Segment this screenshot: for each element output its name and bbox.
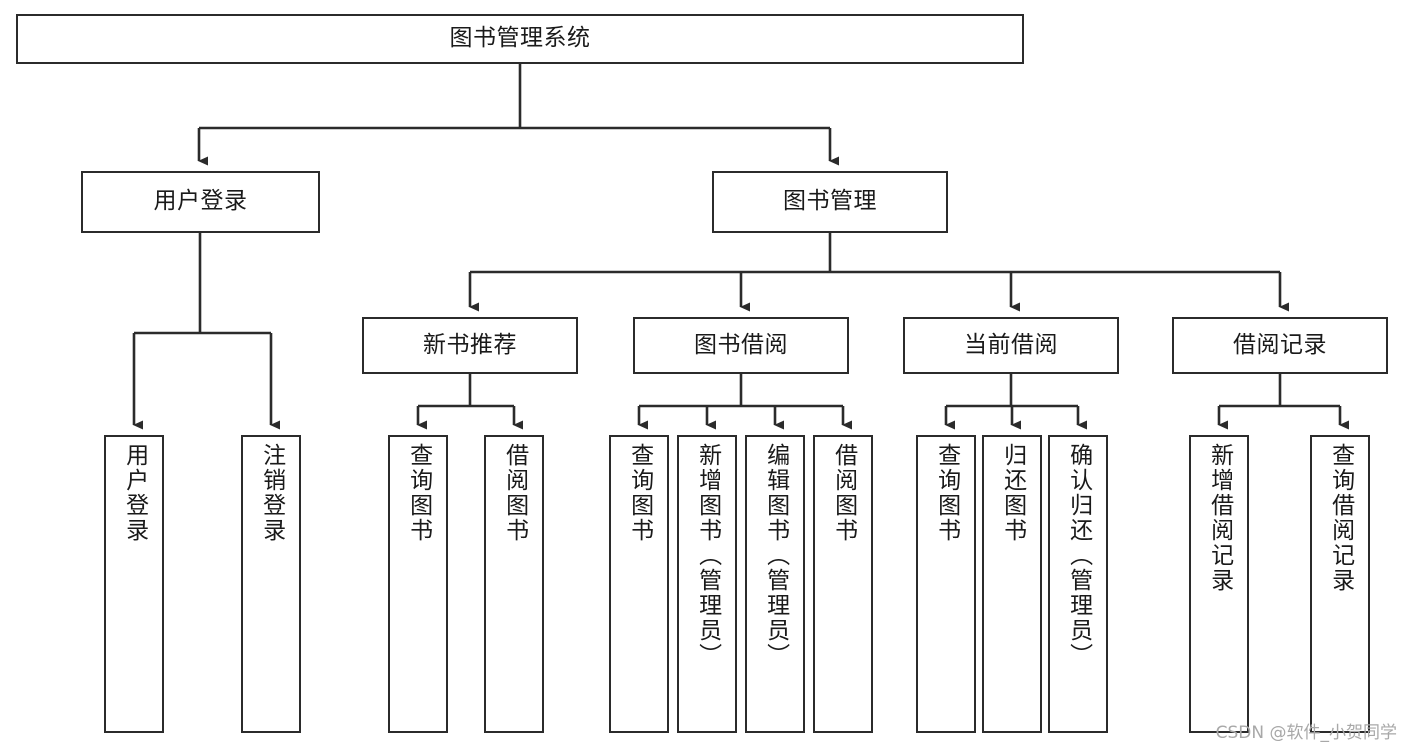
node-leaf-query-book-current[interactable]: 查询图书 [916, 435, 976, 733]
node-leaf-confirm-return[interactable]: 确认归还（管理员） [1048, 435, 1108, 733]
node-root[interactable]: 图书管理系统 [16, 14, 1024, 64]
node-leaf-borrow-book-recommend[interactable]: 借阅图书 [484, 435, 544, 733]
node-book-manage-label: 图书管理 [783, 188, 877, 215]
node-user-login-label: 用户登录 [153, 188, 248, 215]
node-user-login[interactable]: 用户登录 [81, 171, 320, 233]
node-leaf-query-book-borrow[interactable]: 查询图书 [609, 435, 669, 733]
node-leaf-query-book-borrow-label: 查询图书 [626, 443, 653, 543]
node-current-borrow-label: 当前借阅 [964, 331, 1058, 358]
node-book-borrow-label: 图书借阅 [694, 331, 788, 358]
node-leaf-query-book-recommend[interactable]: 查询图书 [388, 435, 448, 733]
node-leaf-confirm-return-label: 确认归还（管理员） [1065, 443, 1092, 668]
node-leaf-add-borrow-record[interactable]: 新增借阅记录 [1189, 435, 1249, 733]
node-leaf-add-borrow-record-label: 新增借阅记录 [1206, 443, 1233, 593]
node-leaf-query-book-current-label: 查询图书 [933, 443, 960, 543]
node-leaf-edit-book[interactable]: 编辑图书（管理员） [745, 435, 805, 733]
node-new-book-recommend-label: 新书推荐 [423, 331, 517, 358]
node-leaf-add-book-label: 新增图书（管理员） [694, 443, 721, 668]
node-leaf-query-borrow-record-label: 查询借阅记录 [1327, 443, 1354, 593]
node-leaf-logout[interactable]: 注销登录 [241, 435, 301, 733]
csdn-watermark: CSDN @软件_小贺同学 [1215, 723, 1397, 743]
node-leaf-user-login[interactable]: 用户登录 [104, 435, 164, 733]
node-borrow-record[interactable]: 借阅记录 [1172, 317, 1388, 374]
node-current-borrow[interactable]: 当前借阅 [903, 317, 1119, 374]
node-leaf-logout-label: 注销登录 [258, 443, 285, 543]
node-leaf-query-borrow-record[interactable]: 查询借阅记录 [1310, 435, 1370, 733]
node-leaf-borrow-book-label: 借阅图书 [830, 443, 857, 543]
node-leaf-edit-book-label: 编辑图书（管理员） [762, 443, 789, 668]
node-new-book-recommend[interactable]: 新书推荐 [362, 317, 578, 374]
node-leaf-return-book[interactable]: 归还图书 [982, 435, 1042, 733]
node-leaf-user-login-label: 用户登录 [121, 443, 148, 543]
node-book-manage[interactable]: 图书管理 [712, 171, 948, 233]
node-root-label: 图书管理系统 [449, 25, 591, 52]
node-leaf-return-book-label: 归还图书 [999, 443, 1026, 543]
node-borrow-record-label: 借阅记录 [1233, 331, 1327, 358]
node-leaf-query-book-recommend-label: 查询图书 [405, 443, 432, 543]
node-leaf-add-book[interactable]: 新增图书（管理员） [677, 435, 737, 733]
node-leaf-borrow-book-recommend-label: 借阅图书 [501, 443, 528, 543]
node-book-borrow[interactable]: 图书借阅 [633, 317, 849, 374]
node-leaf-borrow-book[interactable]: 借阅图书 [813, 435, 873, 733]
